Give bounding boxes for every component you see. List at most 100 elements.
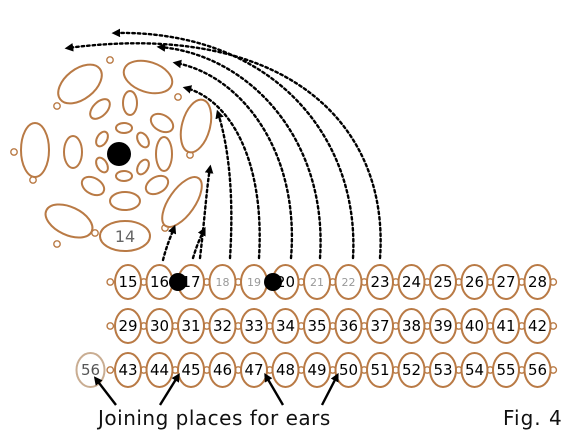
bead-label: 49: [307, 361, 326, 379]
outer-ring: [20, 59, 213, 239]
bead-38: 38: [397, 308, 426, 344]
bead-40: 40: [460, 308, 489, 344]
bead-label: 56: [528, 361, 547, 379]
bead-label: 30: [150, 317, 169, 335]
bead-19: 19: [240, 264, 268, 300]
bead-center-bottom: 14: [99, 220, 151, 252]
bead-shape: [334, 264, 363, 300]
bead-label: 43: [118, 361, 137, 379]
bead-shape: [397, 352, 426, 388]
bead-shape: [429, 308, 457, 344]
bead-42: 42: [523, 308, 552, 344]
bead-43: 43: [114, 352, 142, 388]
bead-label: 44: [150, 361, 169, 379]
bead-16: 16: [145, 264, 174, 300]
bead-center-label: 14: [115, 227, 135, 246]
bead-label: 55: [496, 361, 515, 379]
bead-34: 34: [271, 308, 300, 344]
bead-shape: [397, 308, 426, 344]
bead-39: 39: [429, 308, 457, 344]
bead-shape: [114, 264, 142, 300]
bead-30: 30: [145, 308, 174, 344]
bead-28: 28: [523, 264, 552, 300]
bead-44: 44: [145, 352, 174, 388]
bead-shape: [366, 308, 394, 344]
bead-53: 53: [429, 352, 457, 388]
bead-label: 50: [339, 361, 358, 379]
bead-connector: [106, 322, 115, 330]
bead-shape: [397, 264, 426, 300]
bead-50: 50: [334, 352, 363, 388]
head-center-dot: [107, 142, 131, 166]
bead-label: 36: [339, 317, 358, 335]
bead-51: 51: [366, 352, 394, 388]
bead-label: 42: [528, 317, 547, 335]
bead-29: 29: [114, 308, 142, 344]
bead-label: 35: [307, 317, 326, 335]
bead-shape: [208, 352, 237, 388]
bead-45: 45: [177, 352, 205, 388]
bead-shape: [271, 352, 300, 388]
bead-shape: [366, 264, 394, 300]
bead-label: 17: [181, 273, 200, 291]
bead-shape: [303, 352, 331, 388]
bead-shape: [492, 352, 520, 388]
arc-20: [172, 59, 294, 260]
bead-label: 27: [496, 273, 515, 291]
bead-shape: [492, 308, 520, 344]
joining-arrow-1: [93, 376, 117, 406]
bead-label: 53: [433, 361, 452, 379]
bead-label: 46: [213, 361, 232, 379]
bead-21: 21: [303, 264, 331, 300]
caption-joining-places: Joining places for ears: [98, 406, 331, 430]
bead-label: 25: [433, 273, 452, 291]
bead-32: 32: [208, 308, 237, 344]
bead-shape: [366, 352, 394, 388]
bead-label: 34: [276, 317, 295, 335]
bead-outer-right-upper: [179, 98, 213, 154]
bead-outer-bottom-left: [44, 203, 94, 239]
bead-outer-top-right: [122, 59, 174, 95]
arc-18: [215, 109, 233, 260]
joining-arrow-2: [158, 373, 180, 406]
bead-faded: 56: [75, 352, 106, 388]
head-motif: 14: [10, 56, 213, 252]
bead-37: 37: [366, 308, 394, 344]
marker-dot-17: [169, 273, 187, 291]
bead-faded-label: 56: [81, 361, 100, 379]
bead-label: 40: [465, 317, 484, 335]
bead-shape: [145, 352, 174, 388]
arc-21: [156, 43, 322, 260]
bead-25: 25: [429, 264, 457, 300]
bead-47: 47: [240, 352, 268, 388]
bead-shape: [523, 264, 552, 300]
bead-shape: [429, 352, 457, 388]
bead-31: 31: [177, 308, 205, 344]
arc-15: [191, 226, 206, 260]
bead-label: 18: [216, 276, 230, 289]
connection-arcs: [64, 28, 382, 262]
bead-26: 26: [460, 264, 489, 300]
bead-label: 48: [276, 361, 295, 379]
bead-outer-right-lower: [161, 176, 203, 228]
bead-label: 31: [181, 317, 200, 335]
arc-17: [198, 164, 214, 260]
bead-48: 48: [271, 352, 300, 388]
arc-16: [161, 224, 177, 262]
bead-shape: [460, 264, 489, 300]
arc-22: [111, 28, 355, 260]
bead-outer-top: [57, 63, 103, 105]
bead-shape: [303, 264, 331, 300]
bead-shape: [208, 308, 237, 344]
bead-shape: [240, 352, 268, 388]
bead-label: 47: [244, 361, 263, 379]
bead-label: 23: [370, 273, 389, 291]
bead-shape: [334, 352, 363, 388]
bead-label: 22: [342, 276, 356, 289]
bead-24: 24: [397, 264, 426, 300]
middle-ring: [63, 90, 175, 211]
bead-41: 41: [492, 308, 520, 344]
joining-arrow-3: [264, 373, 285, 406]
